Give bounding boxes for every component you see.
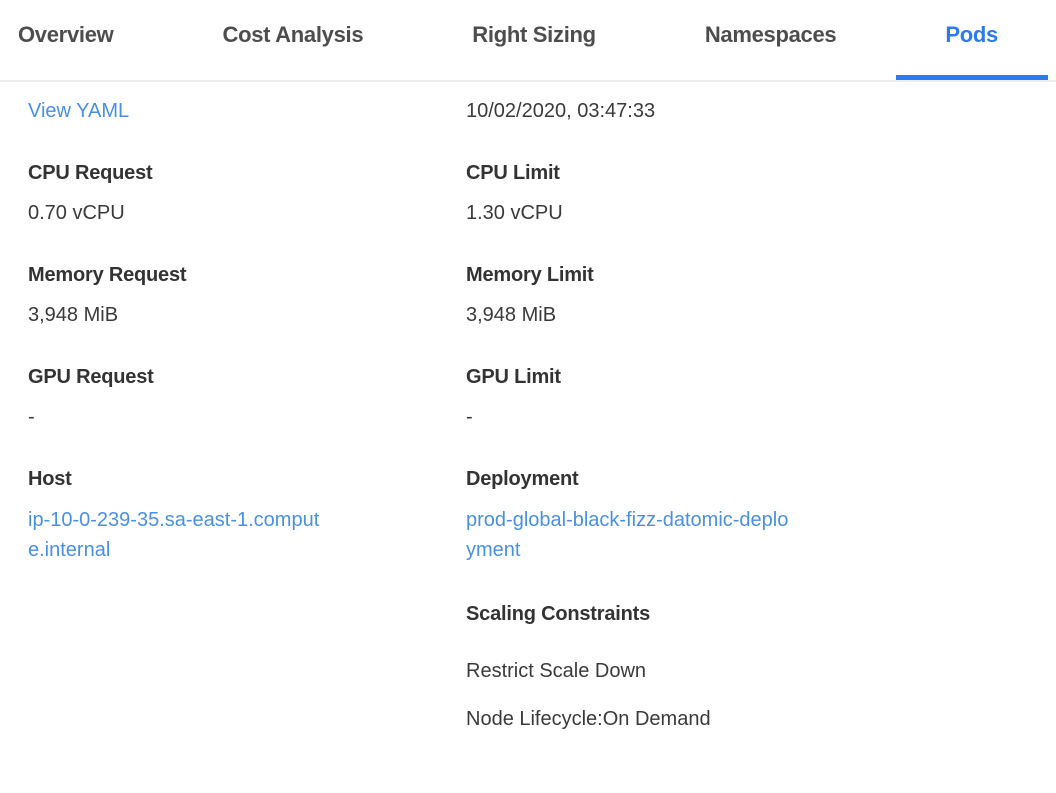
memory-limit-value: 3,948 MiB bbox=[466, 304, 557, 326]
tab-cost-analysis[interactable]: Cost Analysis bbox=[222, 22, 364, 47]
field-deployment: Deployment prod-global-black-fizz-datomi… bbox=[466, 467, 1036, 565]
cpu-request-label: CPU Request bbox=[28, 162, 153, 184]
deployment-link[interactable]: prod-global-black-fizz-datomic-deploymen… bbox=[466, 509, 789, 561]
host-link[interactable]: ip-10-0-239-35.sa-east-1.compute.interna… bbox=[28, 509, 320, 561]
cpu-limit-value: 1.30 vCPU bbox=[466, 202, 563, 224]
view-yaml-link[interactable]: View YAML bbox=[28, 100, 130, 122]
scaling-constraints-title: Scaling Constraints bbox=[466, 603, 651, 625]
field-gpu-limit: GPU Limit - bbox=[466, 365, 1036, 431]
tab-pods[interactable]: Pods bbox=[945, 22, 998, 47]
gpu-limit-label: GPU Limit bbox=[466, 366, 561, 388]
tab-overview[interactable]: Overview bbox=[18, 22, 114, 47]
timestamp: 10/02/2020, 03:47:33 bbox=[466, 100, 656, 122]
field-memory-request: Memory Request 3,948 MiB bbox=[28, 263, 466, 329]
cpu-limit-label: CPU Limit bbox=[466, 162, 560, 184]
gpu-limit-value: - bbox=[466, 406, 473, 428]
details-right-column: 10/02/2020, 03:47:33 CPU Limit 1.30 vCPU… bbox=[466, 97, 1036, 753]
memory-request-label: Memory Request bbox=[28, 264, 187, 286]
constraint-node-lifecycle: Node Lifecycle:On Demand bbox=[466, 708, 711, 730]
field-host: Host ip-10-0-239-35.sa-east-1.compute.in… bbox=[28, 467, 466, 565]
constraint-restrict-scale-down: Restrict Scale Down bbox=[466, 660, 647, 682]
tab-right-sizing[interactable]: Right Sizing bbox=[472, 22, 596, 47]
view-yaml-row: View YAML bbox=[28, 97, 466, 125]
memory-limit-label: Memory Limit bbox=[466, 264, 594, 286]
pod-details-panel: View YAML CPU Request 0.70 vCPU Memory R… bbox=[0, 82, 1056, 793]
gpu-request-label: GPU Request bbox=[28, 366, 154, 388]
field-cpu-request: CPU Request 0.70 vCPU bbox=[28, 161, 466, 227]
tab-bar: Overview Cost Analysis Right Sizing Name… bbox=[0, 0, 1056, 82]
field-cpu-limit: CPU Limit 1.30 vCPU bbox=[466, 161, 1036, 227]
field-gpu-request: GPU Request - bbox=[28, 365, 466, 431]
gpu-request-value: - bbox=[28, 406, 35, 428]
deployment-label: Deployment bbox=[466, 468, 579, 490]
host-label: Host bbox=[28, 468, 72, 490]
tab-namespaces[interactable]: Namespaces bbox=[704, 22, 837, 47]
details-left-column: View YAML CPU Request 0.70 vCPU Memory R… bbox=[28, 97, 466, 753]
memory-request-value: 3,948 MiB bbox=[28, 304, 119, 326]
field-memory-limit: Memory Limit 3,948 MiB bbox=[466, 263, 1036, 329]
cpu-request-value: 0.70 vCPU bbox=[28, 202, 125, 224]
